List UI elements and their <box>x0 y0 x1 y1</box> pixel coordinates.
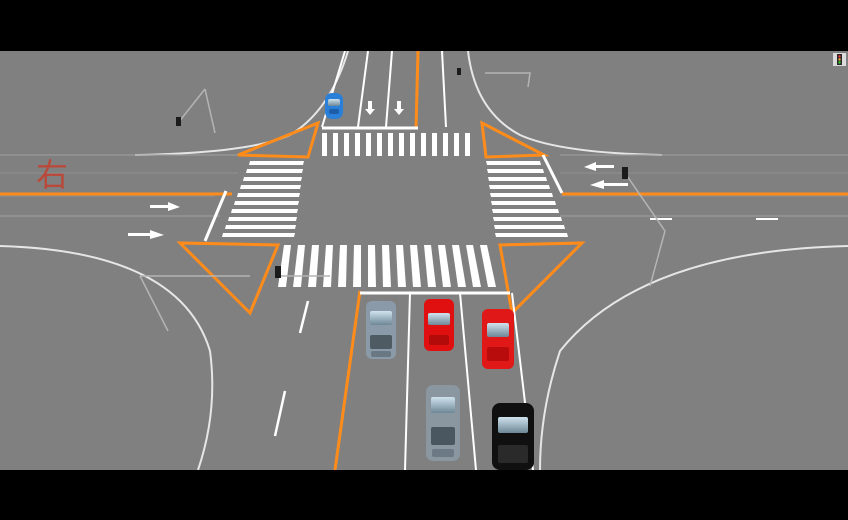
corner-islands <box>176 120 586 317</box>
traffic-light-poles <box>139 72 666 332</box>
car-gray-middle-rear <box>426 385 460 461</box>
east-stop-line <box>541 154 564 194</box>
traffic-light-icon <box>833 53 846 66</box>
crosswalk-east <box>486 161 568 237</box>
intersection-view: 右 <box>0 51 848 470</box>
letterbox-bottom <box>0 470 848 520</box>
north-lanes <box>321 51 447 130</box>
car-red-right-lane <box>482 309 514 369</box>
direction-label: 右 <box>36 156 69 194</box>
west-lane-markings <box>128 202 180 239</box>
orange-center-lines <box>0 51 848 470</box>
car-gray-left-lane <box>366 301 396 359</box>
letterbox-top <box>0 0 848 51</box>
west-stop-line <box>203 190 228 242</box>
car-red-middle-lane <box>424 299 454 351</box>
east-lane-markings <box>584 162 778 220</box>
intersection-scene <box>0 51 848 470</box>
north-arrows <box>365 101 404 115</box>
car-blue-far <box>325 93 343 119</box>
road-edges <box>0 154 848 217</box>
car-black-right-rear <box>492 403 534 470</box>
traffic-light-heads <box>176 68 628 278</box>
crosswalk-north <box>322 133 470 156</box>
road-surface <box>0 51 848 470</box>
crosswalk-west <box>222 161 304 237</box>
crosswalk-south <box>278 245 496 287</box>
